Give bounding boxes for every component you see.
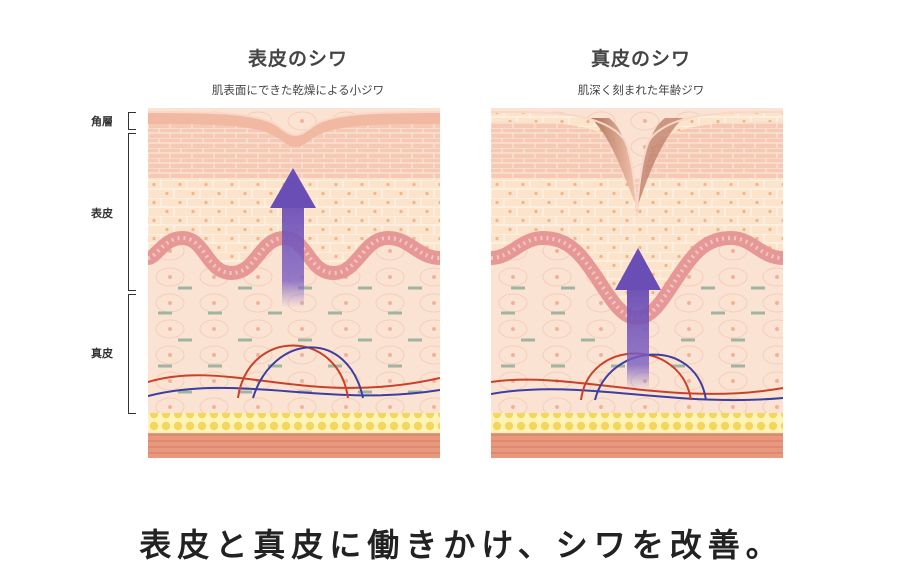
panel-subtitle-epidermal: 肌表面にできた乾燥による小ジワ [211, 83, 385, 97]
panel-title-dermal: 真皮のシワ [590, 48, 691, 70]
skin-diagram-dermal [491, 108, 783, 458]
bracket-stratum-corneum [128, 112, 136, 130]
layer-label-dermis: 真皮 [91, 347, 113, 360]
bracket-dermis [128, 294, 136, 414]
bracket-epidermis [128, 133, 136, 291]
skin-diagram-epidermal [148, 108, 440, 458]
headline: 表皮と真皮に働きかけ、シワを改善。 [139, 526, 784, 564]
panel-subtitle-dermal: 肌深く刻まれた年齢ジワ [577, 83, 705, 97]
panel-title-epidermal: 表皮のシワ [247, 48, 348, 70]
arrow-up-icon [615, 248, 661, 390]
arrow-up-icon [270, 168, 316, 308]
layer-label-stratum-corneum: 角層 [91, 115, 113, 128]
layer-label-epidermis: 表皮 [91, 207, 113, 220]
